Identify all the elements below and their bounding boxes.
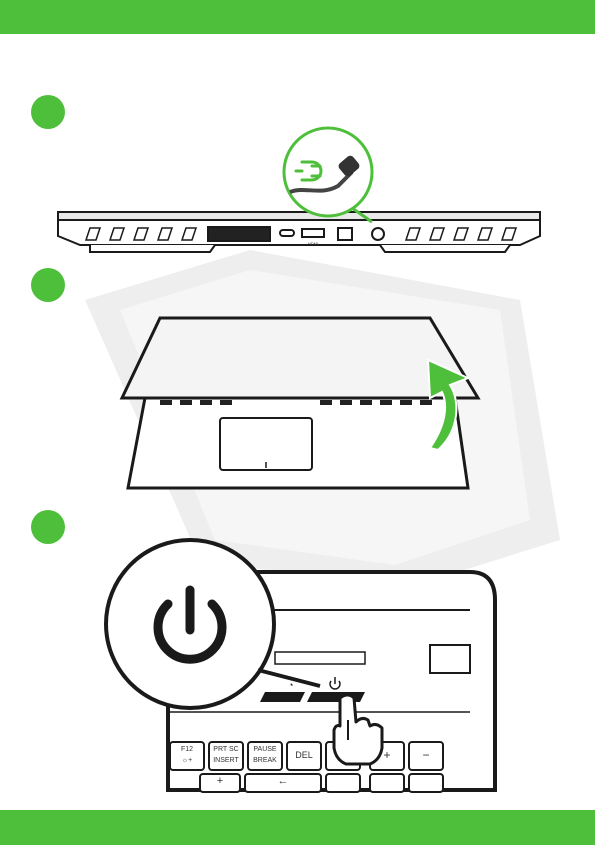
key-f12-bottom: ☼+ — [170, 757, 204, 764]
key-prtsc-bottom: INSERT — [209, 757, 243, 764]
key-f12-top: F12 — [170, 746, 204, 753]
key-minus: − — [409, 749, 443, 761]
laptop-open-lid — [122, 318, 478, 488]
key-row2-arrow: ← — [245, 776, 321, 787]
key-del-top: DEL — [287, 751, 321, 760]
key-plus: + — [370, 749, 404, 761]
laptop-rear-view — [58, 212, 540, 252]
laptop-lid — [122, 318, 478, 398]
footer-band — [0, 810, 595, 845]
ethernet-port — [338, 228, 352, 240]
key-prtsc-top: PRT SC — [209, 746, 243, 753]
indicator-strip — [275, 652, 365, 664]
key-prtsc: PRT SC INSERT — [209, 746, 243, 764]
key-pause: PAUSE BREAK — [248, 746, 282, 764]
key-pause-top: PAUSE — [248, 746, 282, 753]
key-del: DEL — [287, 751, 321, 760]
power-button — [307, 692, 365, 702]
dc-in-port — [372, 228, 384, 240]
hdmi-label: HDMI — [302, 242, 324, 246]
key-plus-top: + — [370, 749, 404, 761]
ac-adapter-callout — [284, 128, 372, 222]
key-row2-arrow-label: ← — [245, 776, 321, 787]
key-row2-plus: + — [200, 776, 240, 787]
usb-c-port — [280, 230, 294, 236]
key-minus-top: − — [409, 749, 443, 761]
key-f12: F12 ☼+ — [170, 746, 204, 764]
performance-icon: ◔ — [288, 680, 293, 690]
hdmi-port — [302, 229, 324, 237]
performance-button — [260, 692, 305, 702]
rear-grille — [208, 227, 270, 241]
key-pause-bottom: BREAK — [248, 757, 282, 764]
key-row2-plus-label: + — [200, 776, 240, 787]
